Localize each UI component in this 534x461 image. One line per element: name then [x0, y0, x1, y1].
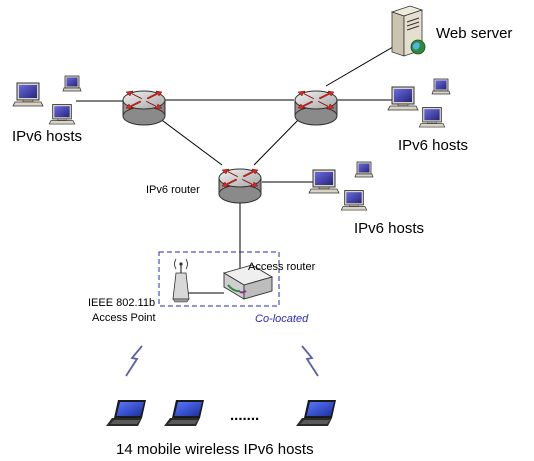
desktop-computer-icon: [418, 107, 446, 128]
right-top-hosts-group: [387, 78, 451, 128]
left-hosts-label: IPv6 hosts: [12, 128, 82, 145]
web-server-icon: [390, 5, 426, 57]
wireless-signal-icon: [125, 345, 143, 377]
desktop-computer-icon: [354, 161, 374, 178]
router-icon: [218, 168, 262, 204]
access-point-label-line2: Access Point: [92, 312, 156, 324]
mobile-hosts-label: 14 mobile wireless IPv6 hosts: [116, 441, 314, 458]
access-point-icon: [172, 258, 190, 303]
router-icon: [294, 90, 338, 126]
colocated-label: Co-located: [255, 313, 309, 325]
desktop-computer-icon: [48, 104, 76, 125]
link-right-router-center-router: [253, 114, 304, 166]
access-router-label: Access router: [248, 261, 316, 273]
desktop-computer-icon: [12, 82, 44, 107]
ellipsis-dots: .......: [230, 407, 259, 424]
left-hosts-group: [12, 75, 82, 125]
desktop-computer-icon: [308, 169, 340, 194]
link-right-router-web-server: [325, 43, 399, 87]
desktop-computer-icon: [387, 86, 419, 111]
router-icon: [122, 90, 166, 126]
laptop-icon: [296, 400, 336, 426]
access-point-label-line1: IEEE 802.11b: [88, 297, 155, 309]
web-server-label: Web server: [436, 25, 512, 42]
laptop-icon: [106, 400, 146, 426]
wireless-signal-icon: [301, 345, 319, 377]
right-mid-hosts-label: IPv6 hosts: [354, 220, 424, 237]
ipv6-router-label: IPv6 router: [146, 184, 200, 196]
desktop-computer-icon: [62, 75, 82, 92]
desktop-computer-icon: [340, 190, 368, 211]
colocated-box: [158, 251, 280, 307]
laptop-icon: [164, 400, 204, 426]
right-mid-hosts-group: [308, 161, 374, 211]
desktop-computer-icon: [431, 78, 451, 95]
right-top-hosts-label: IPv6 hosts: [398, 137, 468, 154]
access-router-icon: [222, 264, 274, 300]
link-left-router-center-router: [154, 114, 223, 166]
